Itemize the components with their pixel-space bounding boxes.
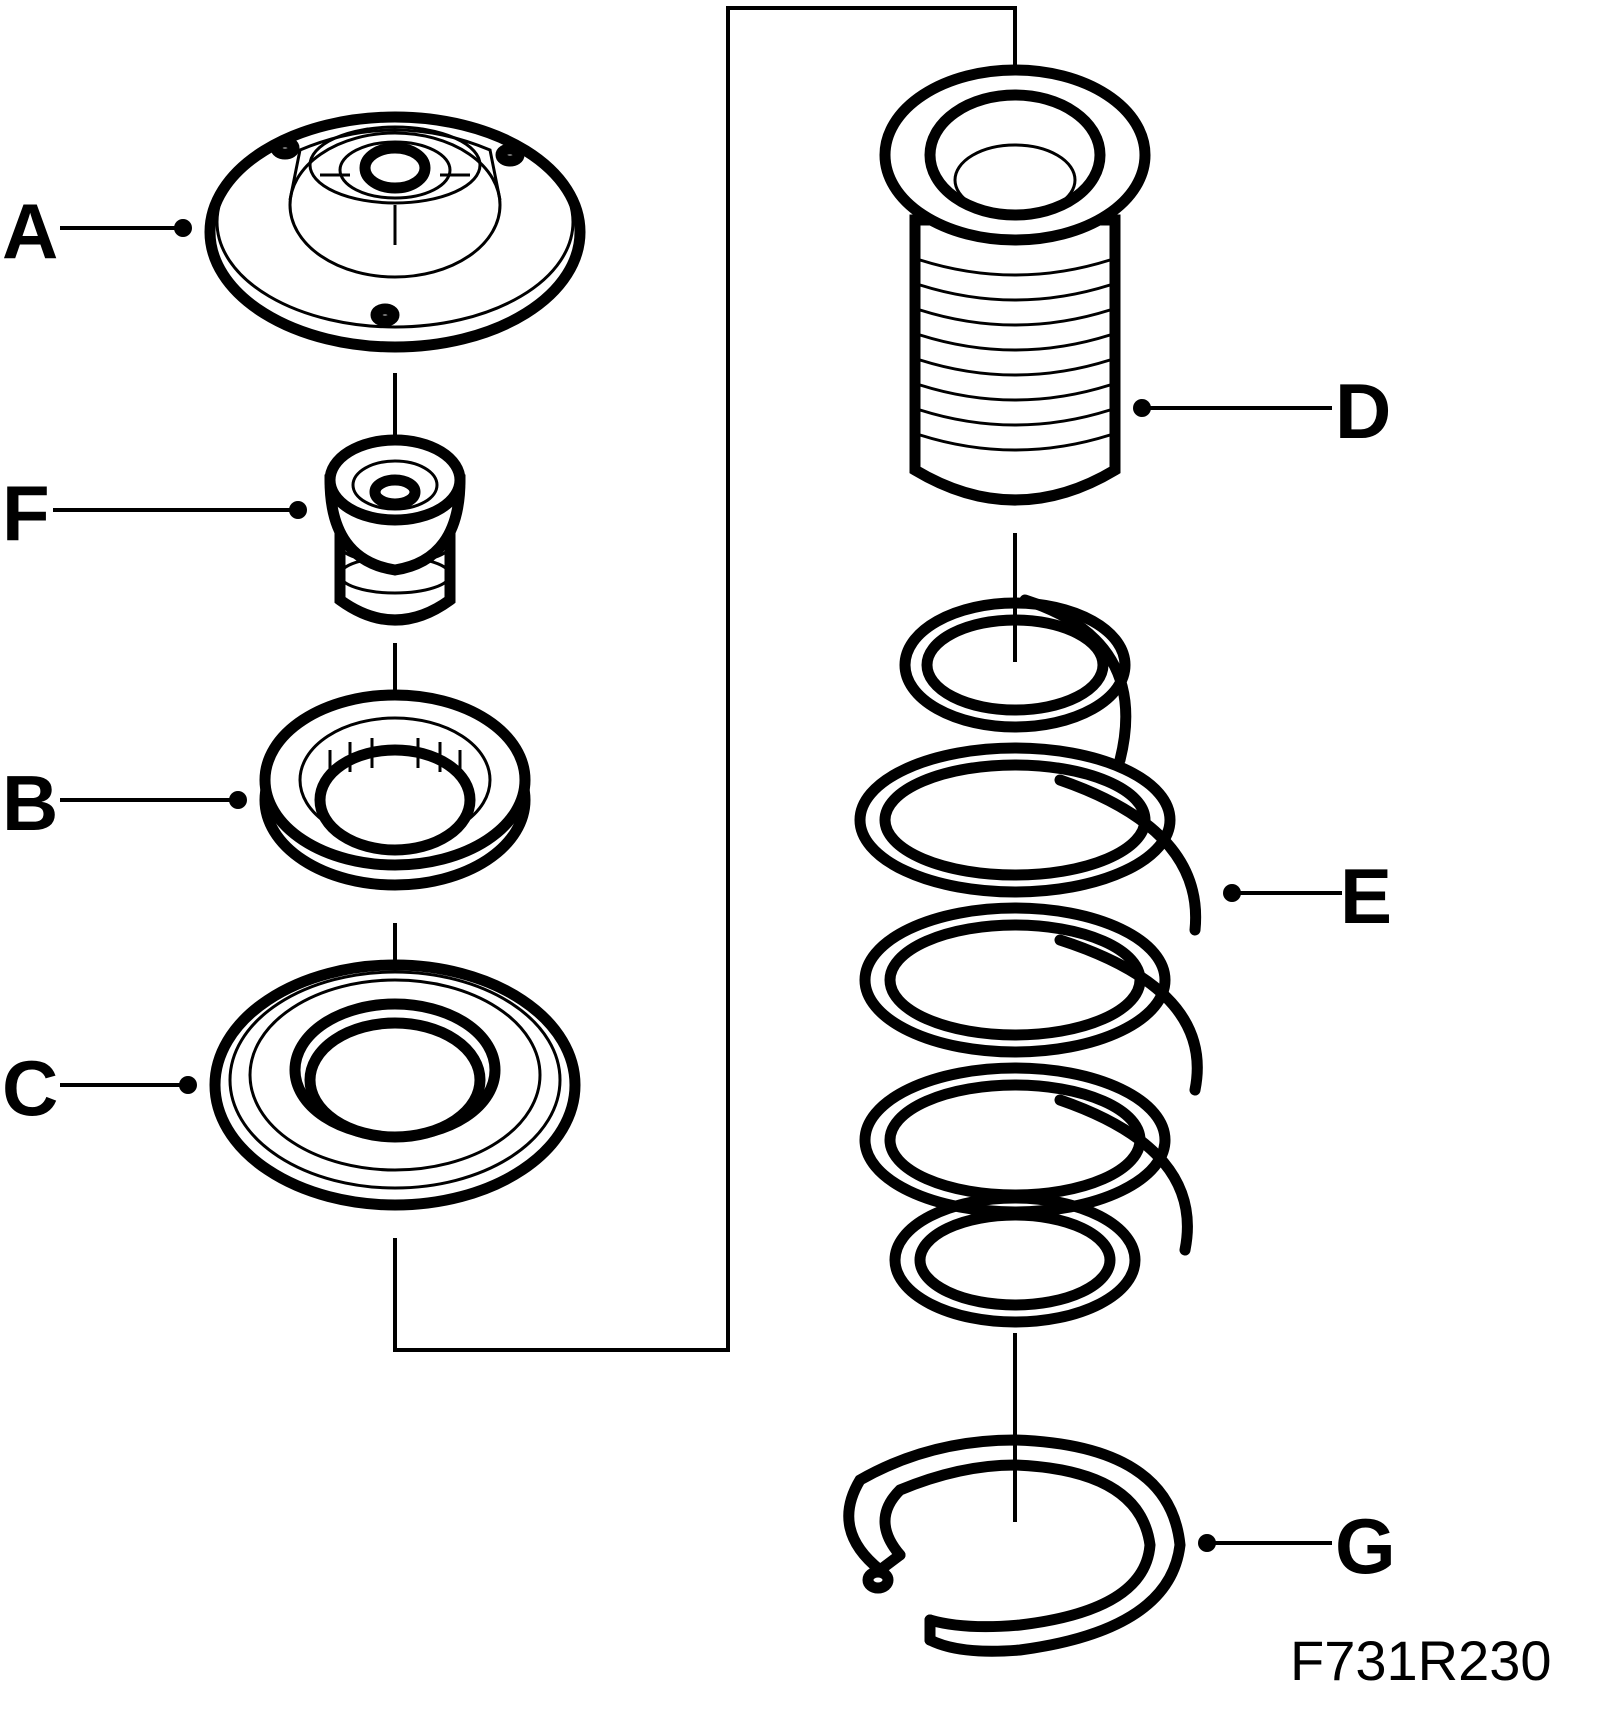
part-e-coil-spring [854,594,1203,1328]
part-d-dust-boot [879,64,1151,506]
label-e: E [1340,852,1392,940]
label-c: C [2,1044,58,1132]
part-b-bearing [259,689,531,891]
part-c-spring-seat [209,959,581,1211]
part-g-spring-insulator [843,1434,1186,1657]
leader-lines [53,219,1342,1552]
label-d: D [1335,367,1391,455]
part-a-strut-mount [204,111,586,353]
figure-code: F731R230 [1290,1629,1552,1692]
label-f: F [2,469,50,557]
label-a: A [2,187,58,275]
part-f-bump-stop [324,434,466,626]
label-b: B [2,759,58,847]
label-g: G [1335,1502,1396,1590]
